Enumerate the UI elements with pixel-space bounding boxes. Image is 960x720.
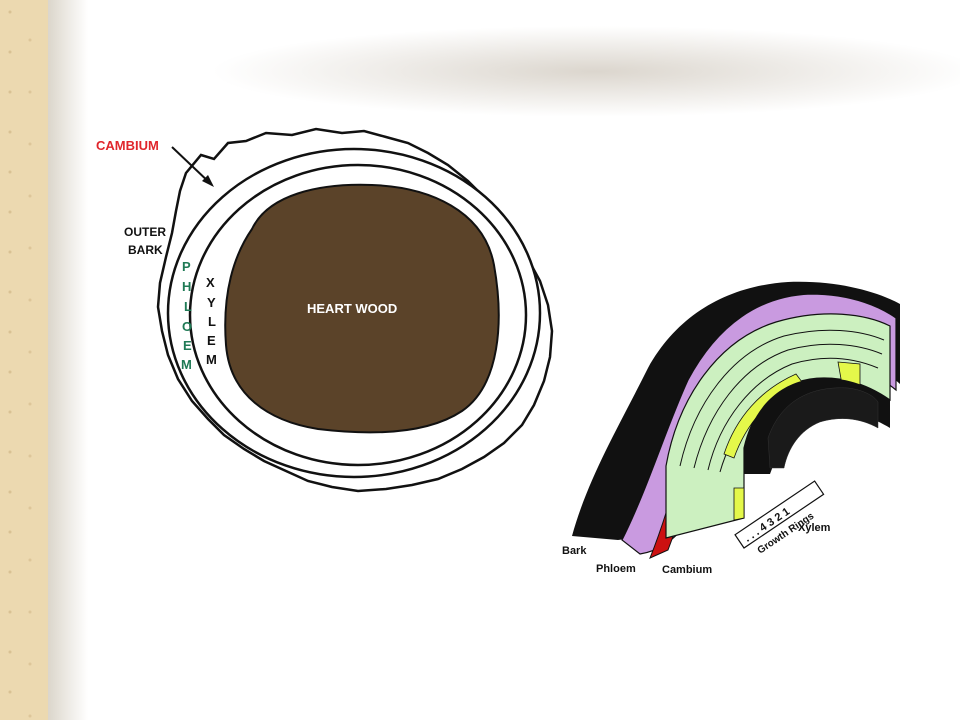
trunk-wedge-diagram: . . . 4 3 2 1 Growth Rings Bark Phloem C… xyxy=(562,281,900,576)
cambium-pointer-arrowhead xyxy=(202,175,214,187)
phloem-letter: P xyxy=(182,259,191,274)
trunk-cross-section-diagram: CAMBIUM OUTER BARK P H L O E M X Y L E M… xyxy=(96,127,554,493)
phloem-letter: H xyxy=(182,279,191,294)
xylem-letter: X xyxy=(206,275,215,290)
xylem-letter: Y xyxy=(207,295,216,310)
xylem-letter: L xyxy=(208,314,216,329)
phloem-label: Phloem xyxy=(596,563,636,575)
outer-bark-label-line1: OUTER xyxy=(124,225,166,239)
xylem-letter: M xyxy=(206,352,217,367)
phloem-letter: O xyxy=(182,319,192,334)
slide-top-shadow xyxy=(48,0,960,130)
outer-bark-label-line2: BARK xyxy=(128,243,163,257)
dark-core-inner xyxy=(767,387,879,469)
xylem-label: Xylem xyxy=(798,522,831,534)
cambium-label: CAMBIUM xyxy=(96,138,159,153)
bark-label: Bark xyxy=(562,545,587,557)
cambium-label: Cambium xyxy=(662,564,712,576)
heartwood-core xyxy=(224,183,500,434)
phloem-letter: L xyxy=(184,299,192,314)
phloem-letter: M xyxy=(181,357,192,372)
xylem-letter: E xyxy=(207,333,216,348)
phloem-letter: E xyxy=(183,338,192,353)
heartwood-label: HEART WOOD xyxy=(307,301,397,316)
parchment-border xyxy=(0,0,48,720)
